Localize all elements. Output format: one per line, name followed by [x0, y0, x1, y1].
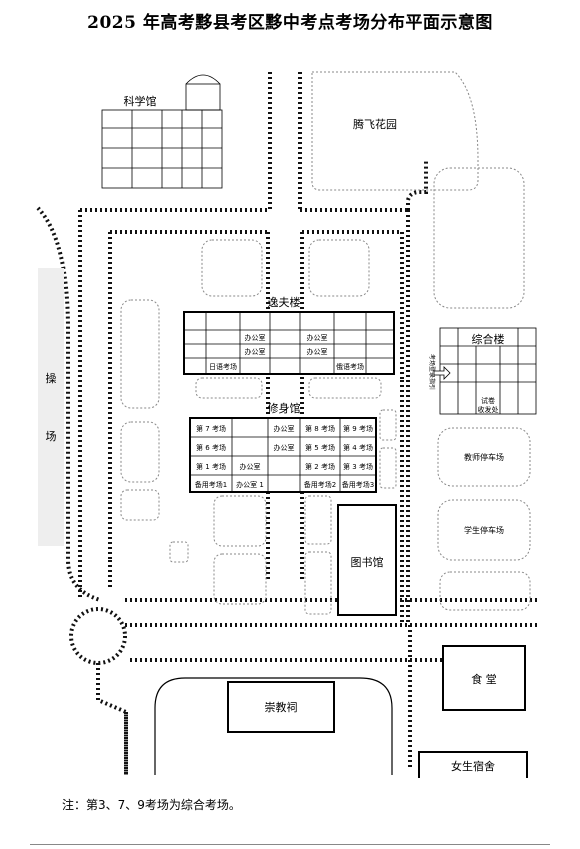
- library-label: 图书馆: [351, 555, 384, 569]
- playground-label-2: 场: [46, 429, 57, 443]
- room-1: 第 1 考场: [196, 462, 226, 471]
- xiushen-office-b: 办公室: [274, 443, 295, 452]
- teacher-parking: 教师停车场: [437, 427, 531, 487]
- canteen-label: 食 堂: [471, 672, 497, 686]
- girls-dorm: 女生宿舍: [418, 751, 528, 778]
- girls-dorm-label: 女生宿舍: [451, 759, 495, 773]
- tengfei-garden: 腾飞花园: [311, 71, 479, 191]
- xiushen-hall-label: 修身馆: [268, 401, 301, 415]
- student-parking: 学生停车场: [437, 499, 531, 561]
- yifu-building-label: 逸夫楼: [268, 295, 301, 309]
- yifu-office-2: 办公室: [307, 333, 328, 342]
- spare-room-2: 备用考场2: [304, 480, 336, 489]
- canteen: 食 堂: [442, 645, 526, 711]
- playground: 操 场: [38, 268, 64, 546]
- tengfei-garden-label: 腾飞花园: [353, 117, 397, 131]
- science-hall-label: 科学馆: [124, 94, 157, 108]
- map-note: 注：第3、7、9考场为综合考场。: [62, 798, 241, 812]
- xiushen-office-c: 办公室: [240, 462, 261, 471]
- map-title: 2025 年高考黟县考区黟中考点考场分布平面示意图: [87, 13, 493, 33]
- green-lots: [120, 239, 531, 615]
- entrance-arrow-icon: [433, 366, 451, 380]
- zonghe-building-label: 综合楼: [472, 332, 505, 346]
- bottom-divider: [30, 844, 550, 845]
- yifu-office-4: 办公室: [307, 347, 328, 356]
- room-6: 第 6 考场: [196, 443, 226, 452]
- science-hall: 科学馆: [101, 74, 223, 189]
- chongjiao-shrine: 崇教祠: [154, 677, 393, 775]
- exam-paper-label: 试卷: [481, 396, 495, 405]
- room-5: 第 5 考场: [305, 443, 335, 452]
- xiushen-hall: 修身馆 第 7 考场 第 6 考场 第 1 考场 备用考场1 办公室 办公室 办…: [189, 401, 377, 493]
- room-2: 第 2 考场: [305, 462, 335, 471]
- yifu-japanese-room: 日语考场: [209, 362, 237, 371]
- spare-room-3: 备用考场3: [342, 480, 374, 489]
- yifu-office-3: 办公室: [245, 347, 266, 356]
- yifu-russian-room: 俄语考场: [336, 362, 364, 371]
- playground-label-1: 操: [46, 371, 57, 385]
- receive-room-label: 收发处: [478, 405, 499, 414]
- chongjiao-shrine-label: 崇教祠: [265, 701, 298, 714]
- spare-room-1: 备用考场1: [195, 480, 227, 489]
- xiushen-office-a: 办公室: [274, 424, 295, 433]
- xiushen-office-1: 办公室 1: [236, 480, 264, 489]
- yifu-building: 逸夫楼 办公室 办公室 办公室 办公室 日语考场 俄语考场: [183, 295, 395, 375]
- room-8: 第 8 考场: [305, 424, 335, 433]
- yifu-office-1: 办公室: [245, 333, 266, 342]
- zonghe-building: 综合楼 试卷 收发处 考场登录指引: [428, 327, 537, 415]
- teacher-parking-label: 教师停车场: [464, 452, 504, 462]
- room-9: 第 9 考场: [343, 424, 373, 433]
- room-7: 第 7 考场: [196, 424, 226, 433]
- zonghe-entrance-label: 考场登录指引: [428, 354, 436, 390]
- road-network: [36, 72, 540, 775]
- student-parking-label: 学生停车场: [464, 525, 504, 535]
- room-3: 第 3 考场: [343, 462, 373, 471]
- room-4: 第 4 考场: [343, 443, 373, 452]
- library: 图书馆: [337, 504, 397, 616]
- green-area-east: [433, 167, 525, 309]
